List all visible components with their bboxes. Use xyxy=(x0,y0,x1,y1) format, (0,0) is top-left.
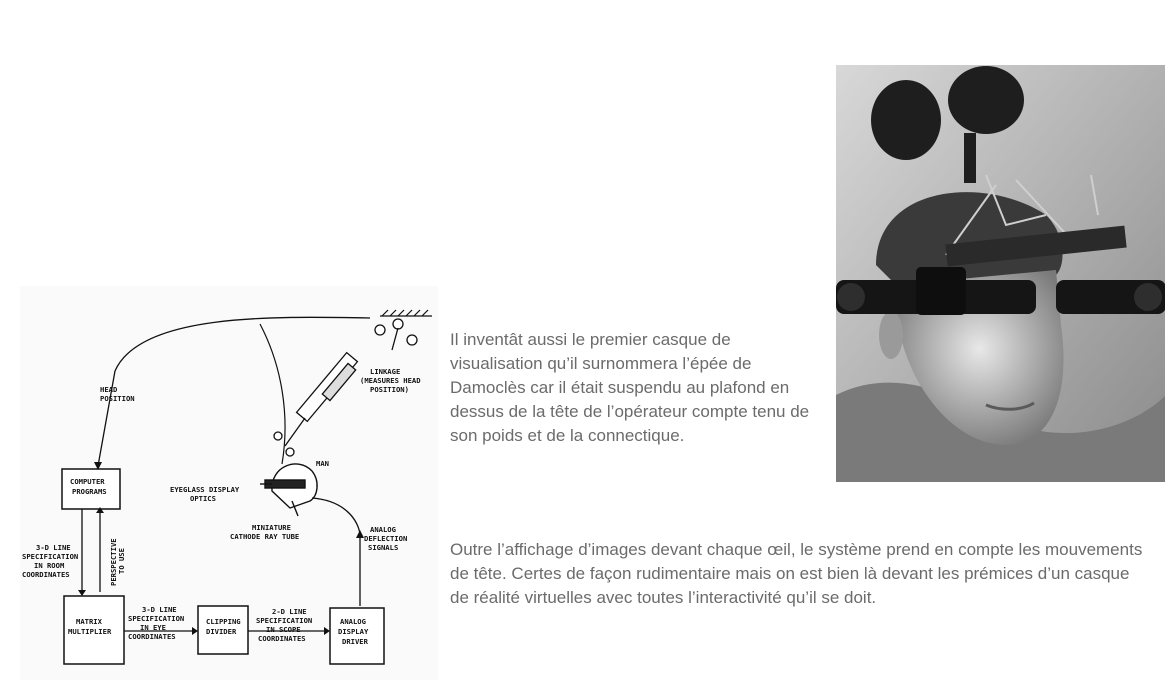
computer-programs-box xyxy=(61,468,121,510)
sword-of-damocles-photo xyxy=(836,65,1165,482)
man-label: MAN xyxy=(316,459,329,468)
linkage-arm xyxy=(273,318,418,457)
head-position-cable xyxy=(97,316,371,467)
linkage-cable xyxy=(259,323,286,465)
clipping-divider-box xyxy=(197,605,249,655)
analog-driver-box xyxy=(329,607,385,665)
man-head xyxy=(260,463,318,517)
description-paragraph: Outre l’affichage d’images devant chaque… xyxy=(450,540,1143,607)
matrix-multiplier-box xyxy=(63,595,125,665)
ceiling-hatch xyxy=(380,309,432,317)
intro-paragraph: Il inventât aussi le premier casque de v… xyxy=(450,330,810,445)
perspective-label: PERSPECTIVETO USE xyxy=(109,538,126,586)
